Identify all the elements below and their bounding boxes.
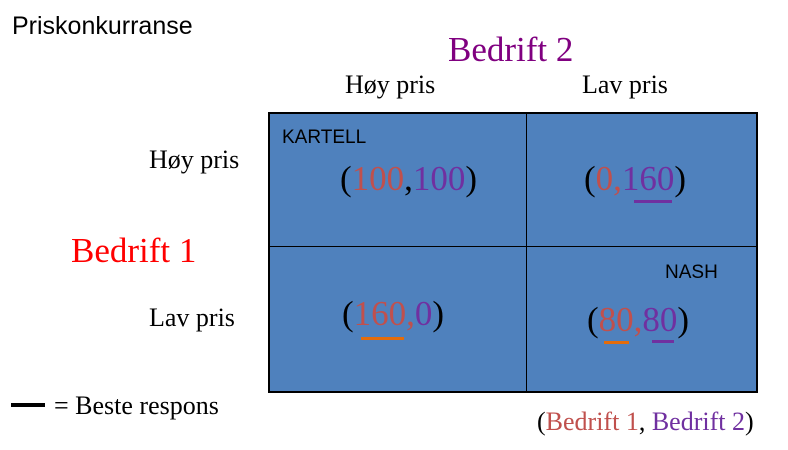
paren-close: ): [674, 159, 687, 198]
footer-separator: ,: [638, 407, 652, 436]
column-label-high-price: Høy pris: [345, 70, 436, 99]
payoff-separator: ,: [404, 159, 413, 198]
paren-close: ): [465, 159, 478, 198]
payoff-p1: 0,: [595, 159, 622, 198]
payoff-matrix: [268, 112, 758, 393]
matrix-column-divider: [526, 112, 527, 393]
best-response-underline-p2: [634, 200, 672, 203]
paren-open: (: [584, 159, 596, 198]
payoff-p2: 80: [642, 300, 678, 339]
best-response-underline-p1: [604, 341, 629, 344]
payoff-low-high: (160,0): [342, 294, 444, 334]
payoff-p2: 160: [621, 159, 675, 198]
player2-label: Bedrift 2: [448, 30, 574, 69]
footer-player1: Bedrift 1: [545, 407, 639, 436]
paren-close: ): [432, 294, 445, 333]
page-title: Priskonkurranse: [12, 12, 193, 40]
payoff-order-legend: (Bedrift 1, Bedrift 2): [537, 407, 754, 437]
payoff-p2: 0: [414, 294, 433, 333]
column-label-low-price: Lav pris: [582, 70, 668, 99]
payoff-p1: 80,: [598, 300, 643, 339]
payoff-p2: 100: [412, 159, 466, 198]
payoff-high-high: (100,100): [340, 159, 477, 199]
payoff-p1: 100: [351, 159, 405, 198]
paren-close: ): [744, 407, 754, 436]
best-response-underline-p2: [652, 340, 674, 343]
payoff-p1: 160,: [353, 294, 415, 333]
paren-open: (: [537, 407, 546, 436]
paren-open: (: [340, 159, 352, 198]
row-label-low-price: Lav pris: [149, 303, 235, 332]
cartel-tag: KARTELL: [282, 127, 367, 148]
best-response-legend-label: = Beste respons: [54, 391, 219, 420]
row-label-high-price: Høy pris: [149, 145, 240, 174]
footer-player2: Bedrift 2: [651, 407, 745, 436]
paren-close: ): [677, 300, 690, 339]
player1-label: Bedrift 1: [71, 231, 197, 270]
payoff-high-low: (0,160): [584, 159, 686, 199]
best-response-underline-p1: [361, 337, 404, 340]
paren-open: (: [342, 294, 354, 333]
payoff-low-low: (80,80): [587, 300, 689, 340]
nash-tag: NASH: [665, 262, 718, 283]
paren-open: (: [587, 300, 599, 339]
best-response-legend-line: [11, 403, 45, 407]
matrix-row-divider: [268, 246, 758, 247]
